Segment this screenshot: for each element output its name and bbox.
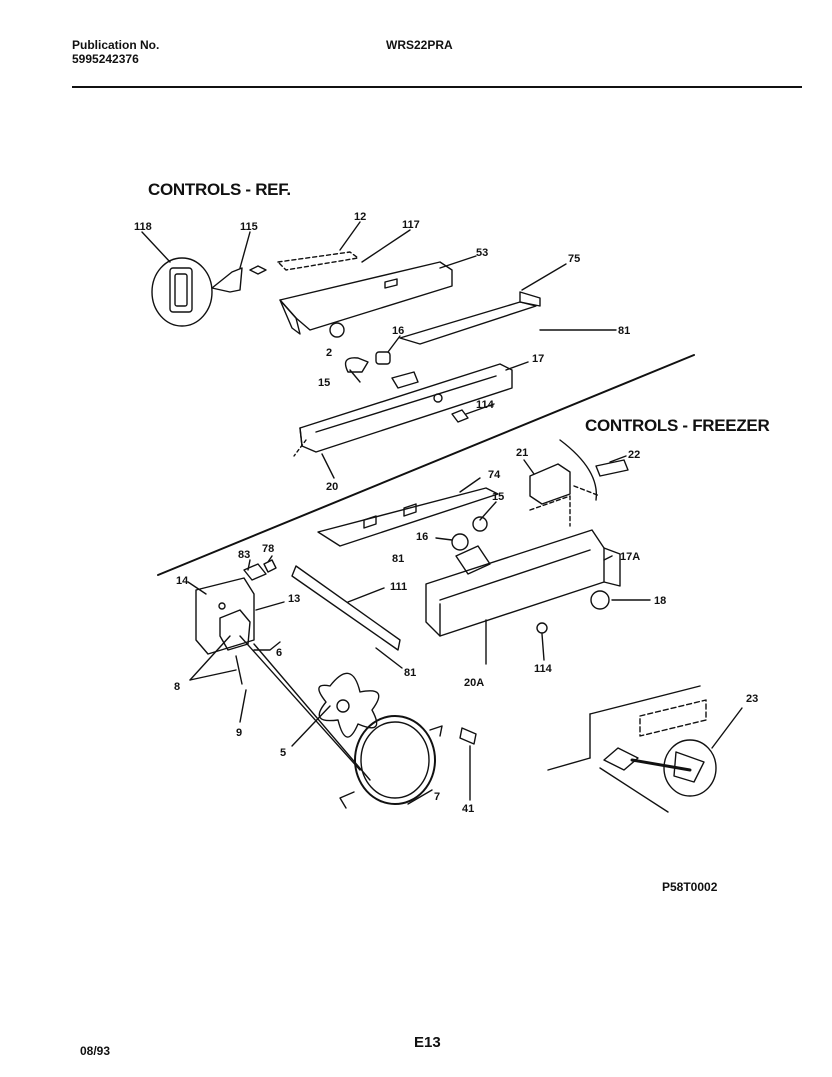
screw-41 [459, 727, 477, 745]
callout: 78 [262, 543, 274, 555]
knob-2 [329, 322, 345, 338]
diagram-code: P58T0002 [662, 880, 718, 894]
callout: 81 [404, 667, 416, 679]
callout: 21 [516, 447, 528, 459]
callout: 13 [288, 593, 300, 605]
callout: 14 [176, 575, 189, 587]
screw-114 [451, 409, 469, 423]
fan-assembly-group [187, 555, 477, 809]
callout: 15 [318, 377, 330, 389]
callout: 22 [628, 449, 640, 461]
callout: 9 [236, 727, 242, 739]
switch-115 [211, 267, 243, 293]
lamp-15b [472, 516, 488, 532]
callout: 81 [618, 325, 630, 337]
publication-number: 5995242376 [72, 52, 139, 66]
callout: 117 [402, 219, 420, 231]
screw-114b [536, 622, 548, 634]
callout: 111 [390, 581, 407, 593]
callout: 115 [240, 221, 258, 233]
section-title-ref: CONTROLS - REF. [148, 180, 291, 199]
cabinet-corner-group [547, 685, 743, 813]
callout: 16 [416, 531, 428, 543]
callout: 18 [654, 595, 666, 607]
callout: 114 [534, 663, 553, 675]
motor-13 [219, 609, 251, 651]
callout: 75 [568, 253, 580, 265]
callout: 81 [392, 553, 404, 565]
thermostat-21 [529, 463, 571, 505]
socket-16 [375, 351, 391, 365]
callout: 16 [392, 325, 404, 337]
damper-23 [630, 758, 692, 772]
lens-118 [169, 267, 193, 313]
callout: 17 [532, 353, 544, 365]
callout: 6 [276, 647, 282, 659]
callout: 20 [326, 481, 338, 493]
socket-16b [451, 533, 469, 551]
bracket-14 [195, 577, 255, 655]
callout-labels: 118 115 12 117 53 75 81 2 16 15 17 114 2… [134, 211, 758, 815]
clip-83 [243, 563, 267, 581]
section-divider-line [157, 354, 695, 576]
callout: 8 [174, 681, 180, 693]
fan-shroud-7 [354, 715, 436, 805]
page-number: E13 [414, 1034, 441, 1051]
footer-date: 08/93 [80, 1044, 111, 1058]
model-number: WRS22PRA [386, 38, 453, 52]
fan-blade-5 [318, 672, 380, 738]
callout: 118 [134, 221, 152, 233]
publication-label: Publication No. [72, 38, 160, 52]
control-housing-53 [279, 261, 453, 331]
callout: 23 [746, 693, 758, 705]
screw-78 [263, 559, 277, 573]
callout: 53 [476, 247, 488, 259]
callout: 15 [492, 491, 504, 503]
control-panel-75 [399, 301, 537, 345]
knob-18 [590, 590, 610, 610]
callout: 20A [464, 677, 484, 689]
ref-controls-group [141, 221, 617, 479]
callout: 7 [434, 791, 440, 803]
callout: 74 [488, 469, 501, 481]
lens-circle-118 [151, 257, 213, 327]
callout: 83 [238, 549, 250, 561]
plate-74 [317, 487, 499, 547]
brace-111 [291, 565, 401, 651]
section-title-freezer: CONTROLS - FREEZER [585, 416, 770, 435]
lamp-15 [344, 357, 369, 373]
callout: 114 [476, 399, 495, 411]
callout: 41 [462, 803, 474, 815]
callout: 5 [280, 747, 286, 759]
freezer-controls-group [317, 439, 651, 665]
callout: 12 [354, 211, 366, 223]
callout: 2 [326, 347, 332, 359]
callout: 17A [620, 551, 640, 563]
header-rule [72, 86, 802, 88]
capillary-22 [559, 439, 598, 501]
light-shield-12 [277, 251, 359, 271]
